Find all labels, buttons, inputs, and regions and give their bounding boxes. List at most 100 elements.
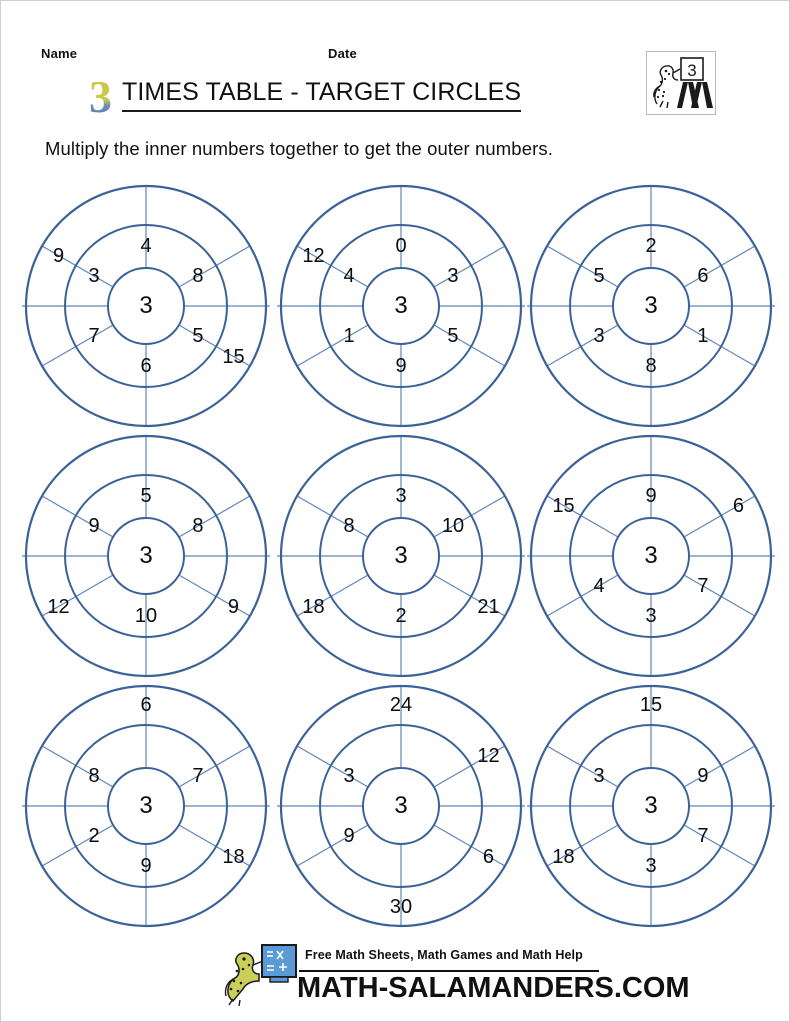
outer-ring [529, 434, 773, 678]
sector-divider [178, 824, 251, 867]
footer-tagline: Free Math Sheets, Math Games and Math He… [305, 948, 583, 962]
sector-divider [296, 324, 369, 367]
sector-divider [546, 824, 619, 867]
target-circle-graphic [527, 434, 775, 678]
logo-artwork-icon: 3 [653, 57, 713, 109]
outer-ring [24, 434, 268, 678]
outer-ring [24, 684, 268, 928]
title-text: TIMES TABLE - TARGET CIRCLES [122, 78, 522, 113]
sector-divider [546, 574, 619, 617]
sector-divider [41, 245, 114, 288]
outer-ring [529, 184, 773, 428]
instructions: Multiply the inner numbers together to g… [45, 138, 553, 159]
footer-brand: MATH-SALAMANDERS.COM [297, 972, 690, 1004]
salamander-mascot-icon [224, 944, 297, 1007]
inner-circle [107, 267, 185, 345]
sector-divider [433, 245, 506, 288]
outer-ring [279, 184, 523, 428]
inner-circle [362, 517, 440, 595]
outer-ring [279, 684, 523, 928]
footer-divider [299, 970, 599, 972]
sector-divider [683, 324, 756, 367]
name-label: Name [41, 46, 78, 61]
target-circle-graphic [527, 684, 775, 928]
sector-divider [683, 574, 756, 617]
middle-ring [319, 474, 483, 638]
sector-divider [296, 824, 369, 867]
inner-circle [612, 517, 690, 595]
sector-divider [546, 745, 619, 788]
middle-ring [64, 724, 228, 888]
middle-ring [569, 224, 733, 388]
sector-divider [546, 245, 619, 288]
target-circle-graphic [277, 434, 525, 678]
footer: Free Math Sheets, Math Games and Math He… [1, 939, 790, 1011]
math-salamanders-logo: 3 [646, 51, 716, 115]
sector-divider [683, 495, 756, 538]
outer-ring [279, 434, 523, 678]
target-circle-graphic [277, 184, 525, 428]
middle-ring [569, 724, 733, 888]
sector-divider [296, 745, 369, 788]
inner-circle [107, 517, 185, 595]
target-circle-graphic [22, 434, 270, 678]
sector-divider [433, 824, 506, 867]
svg-text:3: 3 [687, 61, 696, 80]
inner-circle [362, 267, 440, 345]
inner-circle [612, 767, 690, 845]
sector-divider [41, 574, 114, 617]
sector-divider [433, 745, 506, 788]
sector-divider [41, 495, 114, 538]
sector-divider [546, 324, 619, 367]
sector-divider [41, 745, 114, 788]
sector-divider [178, 574, 251, 617]
target-circle-graphic [22, 184, 270, 428]
sector-divider [178, 495, 251, 538]
sector-divider [178, 745, 251, 788]
sector-divider [178, 324, 251, 367]
sector-divider [178, 245, 251, 288]
target-circle-graphic [277, 684, 525, 928]
title-number: 3 [89, 71, 112, 122]
date-label: Date [328, 46, 357, 61]
sector-divider [296, 574, 369, 617]
inner-circle [107, 767, 185, 845]
middle-ring [319, 724, 483, 888]
outer-ring [24, 184, 268, 428]
sector-divider [296, 495, 369, 538]
sector-divider [683, 745, 756, 788]
sector-divider [433, 574, 506, 617]
sector-divider [683, 245, 756, 288]
middle-ring [319, 224, 483, 388]
footer-logo-block: Free Math Sheets, Math Games and Math He… [213, 939, 690, 1011]
sector-divider [546, 495, 619, 538]
middle-ring [64, 474, 228, 638]
target-circle-graphic [527, 184, 775, 428]
middle-ring [64, 224, 228, 388]
sector-divider [683, 824, 756, 867]
inner-circle [362, 767, 440, 845]
target-circle-graphic [22, 684, 270, 928]
sector-divider [433, 495, 506, 538]
sector-divider [296, 245, 369, 288]
middle-ring [569, 474, 733, 638]
sector-divider [41, 824, 114, 867]
sector-divider [41, 324, 114, 367]
outer-ring [529, 684, 773, 928]
sector-divider [433, 324, 506, 367]
page-title: 3 TIMES TABLE - TARGET CIRCLES [89, 73, 522, 120]
